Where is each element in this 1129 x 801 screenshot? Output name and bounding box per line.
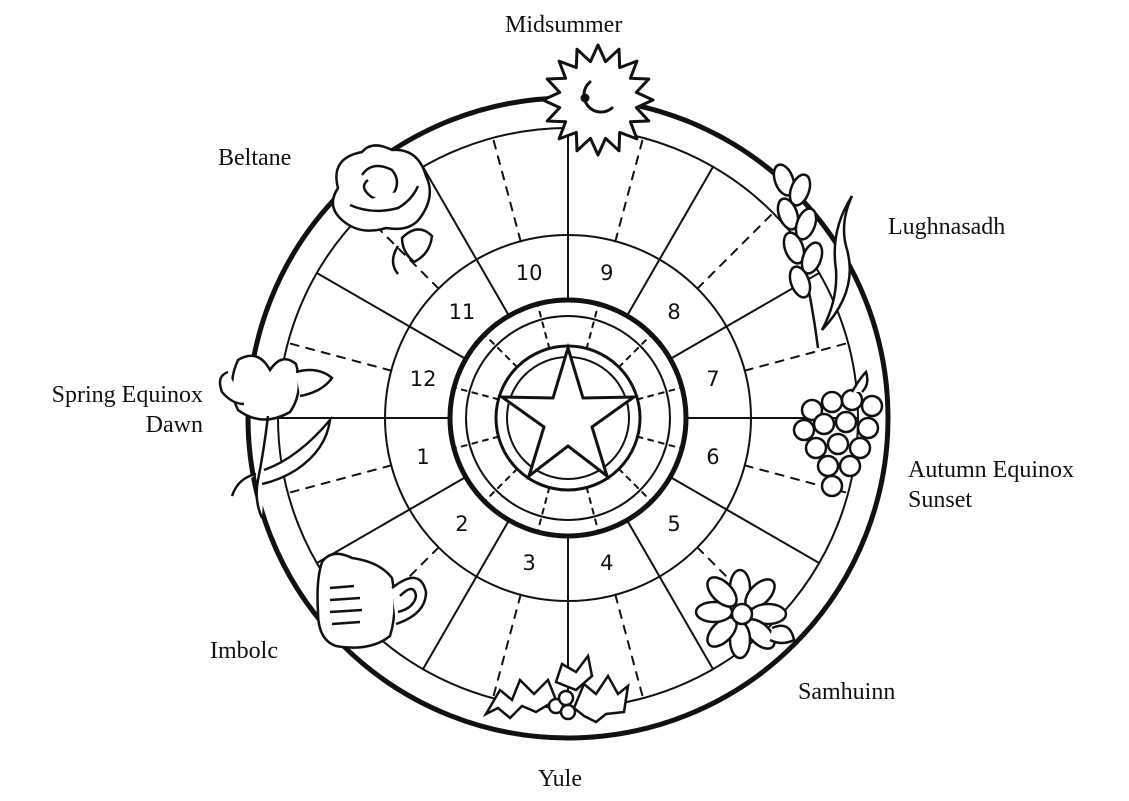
outer-dashed-ray <box>697 213 773 289</box>
grapes-icon <box>794 372 882 496</box>
label-autumn-equinox-line1: Autumn Equinox <box>908 455 1123 485</box>
inner-dashed-ray <box>619 469 652 502</box>
holly-icon <box>486 656 628 722</box>
label-beltane: Beltane <box>218 143 291 173</box>
label-autumn-equinox: Autumn Equinox Sunset <box>908 455 1123 515</box>
label-midsummer: Midsummer <box>505 10 622 40</box>
inner-dashed-ray <box>537 304 549 348</box>
inner-dashed-ray <box>454 387 498 399</box>
segment-number: 5 <box>667 512 680 536</box>
segment-divider <box>410 327 466 360</box>
segment-number: 10 <box>516 261 543 285</box>
outer-band-divider <box>423 167 477 260</box>
label-spring-equinox: Spring Equinox Dawn <box>8 380 203 440</box>
segment-number: 11 <box>449 300 476 324</box>
segment-number: 2 <box>455 512 468 536</box>
segment-number: 9 <box>600 261 613 285</box>
segment-divider <box>410 477 466 510</box>
segment-divider <box>670 477 726 510</box>
rose-icon <box>333 145 432 274</box>
label-spring-equinox-line2: Dawn <box>8 410 203 440</box>
flower-icon <box>696 570 794 658</box>
segment-divider <box>627 260 660 316</box>
outer-band-divider <box>423 576 477 669</box>
segment-number: 6 <box>706 445 719 469</box>
segment-number: 8 <box>667 300 680 324</box>
segment-number: 7 <box>706 367 719 391</box>
segment-number: 1 <box>416 445 429 469</box>
outer-dashed-ray <box>288 343 391 371</box>
outer-dashed-ray <box>615 595 643 698</box>
inner-dashed-ray <box>587 304 599 348</box>
wheat-icon <box>770 162 852 348</box>
segment-divider <box>477 260 510 316</box>
label-autumn-equinox-line2: Sunset <box>908 485 1123 515</box>
label-yule: Yule <box>538 764 582 794</box>
outer-band-divider <box>660 576 714 669</box>
label-spring-equinox-line1: Spring Equinox <box>8 380 203 410</box>
label-imbolc: Imbolc <box>210 636 278 666</box>
inner-dashed-ray <box>619 335 652 368</box>
segment-number: 3 <box>522 551 535 575</box>
inner-dashed-ray <box>485 335 518 368</box>
inner-dashed-ray <box>537 488 549 532</box>
outer-band-divider <box>660 167 714 260</box>
segment-divider <box>627 520 660 576</box>
inner-dashed-ray <box>587 488 599 532</box>
label-samhuinn: Samhuinn <box>798 677 895 707</box>
inner-dashed-ray <box>638 387 682 399</box>
inner-dashed-ray <box>454 437 498 449</box>
outer-dashed-ray <box>615 138 643 241</box>
inner-dashed-ray <box>638 437 682 449</box>
segment-divider <box>477 520 510 576</box>
outer-dashed-ray <box>493 595 521 698</box>
label-lughnasadh: Lughnasadh <box>888 212 1005 242</box>
segment-number: 4 <box>600 551 613 575</box>
outer-band-divider <box>726 510 819 564</box>
sun-icon <box>543 45 653 155</box>
tulip-icon <box>220 356 332 518</box>
outer-dashed-ray <box>493 138 521 241</box>
inner-dashed-ray <box>485 469 518 502</box>
outer-dashed-ray <box>745 343 848 371</box>
segment-divider <box>670 327 726 360</box>
outer-band-divider <box>317 273 410 327</box>
segment-number: 12 <box>410 367 437 391</box>
outer-dashed-ray <box>288 465 391 493</box>
milk-jug-icon <box>318 554 427 648</box>
